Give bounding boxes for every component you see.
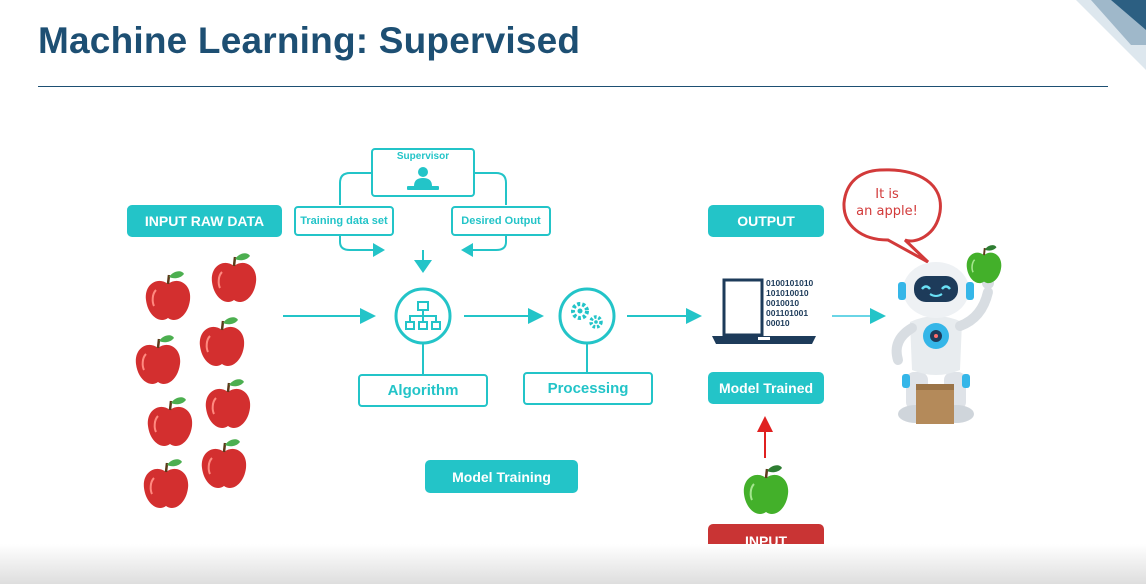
model-trained-label: Model Trained: [708, 372, 824, 404]
apple-icon: [210, 252, 258, 304]
apple-icon: [204, 378, 252, 430]
binary-line: 0010010: [766, 298, 800, 308]
speech-line-1: It is: [875, 187, 899, 202]
processing-gears-icon: [558, 287, 616, 376]
green-apple-icon: [742, 464, 790, 516]
corner-decoration: [1036, 0, 1146, 80]
processing-box: Processing: [523, 372, 653, 405]
binary-line: 001101001: [766, 308, 809, 318]
apple-icon: [200, 438, 248, 490]
speech-line-2: an apple!: [856, 204, 918, 219]
binary-line: 101010010: [766, 288, 809, 298]
input-raw-data-label: INPUT RAW DATA: [127, 205, 282, 237]
desired-output-box: Desired Output: [451, 206, 551, 236]
apple-icon: [142, 458, 190, 510]
apple-icon: [198, 316, 246, 368]
output-label: OUTPUT: [708, 205, 824, 237]
slide-title: Machine Learning: Supervised: [38, 20, 581, 61]
algorithm-box: Algorithm: [358, 374, 488, 407]
supervisor-loop: [339, 148, 507, 262]
training-data-set-box: Training data set: [294, 206, 394, 236]
supervisor-person-icon: [407, 167, 439, 190]
speech-bubble: [842, 168, 942, 264]
apple-icon: [144, 270, 192, 322]
algorithm-node-icon: [394, 287, 452, 376]
supervisor-label: Supervisor: [396, 151, 450, 162]
robot-icon: [891, 262, 994, 424]
laptop-icon: [712, 278, 816, 344]
title-divider: [38, 86, 1108, 87]
held-apple-icon: [965, 244, 1003, 285]
binary-line: 00010: [766, 318, 790, 328]
bottom-shadow: [0, 544, 1146, 584]
model-training-label: Model Training: [425, 460, 578, 493]
binary-line: 0100101010: [766, 278, 814, 288]
apple-icon: [146, 396, 194, 448]
apple-icon: [134, 334, 182, 386]
speech-text: It is an apple!: [852, 186, 922, 220]
